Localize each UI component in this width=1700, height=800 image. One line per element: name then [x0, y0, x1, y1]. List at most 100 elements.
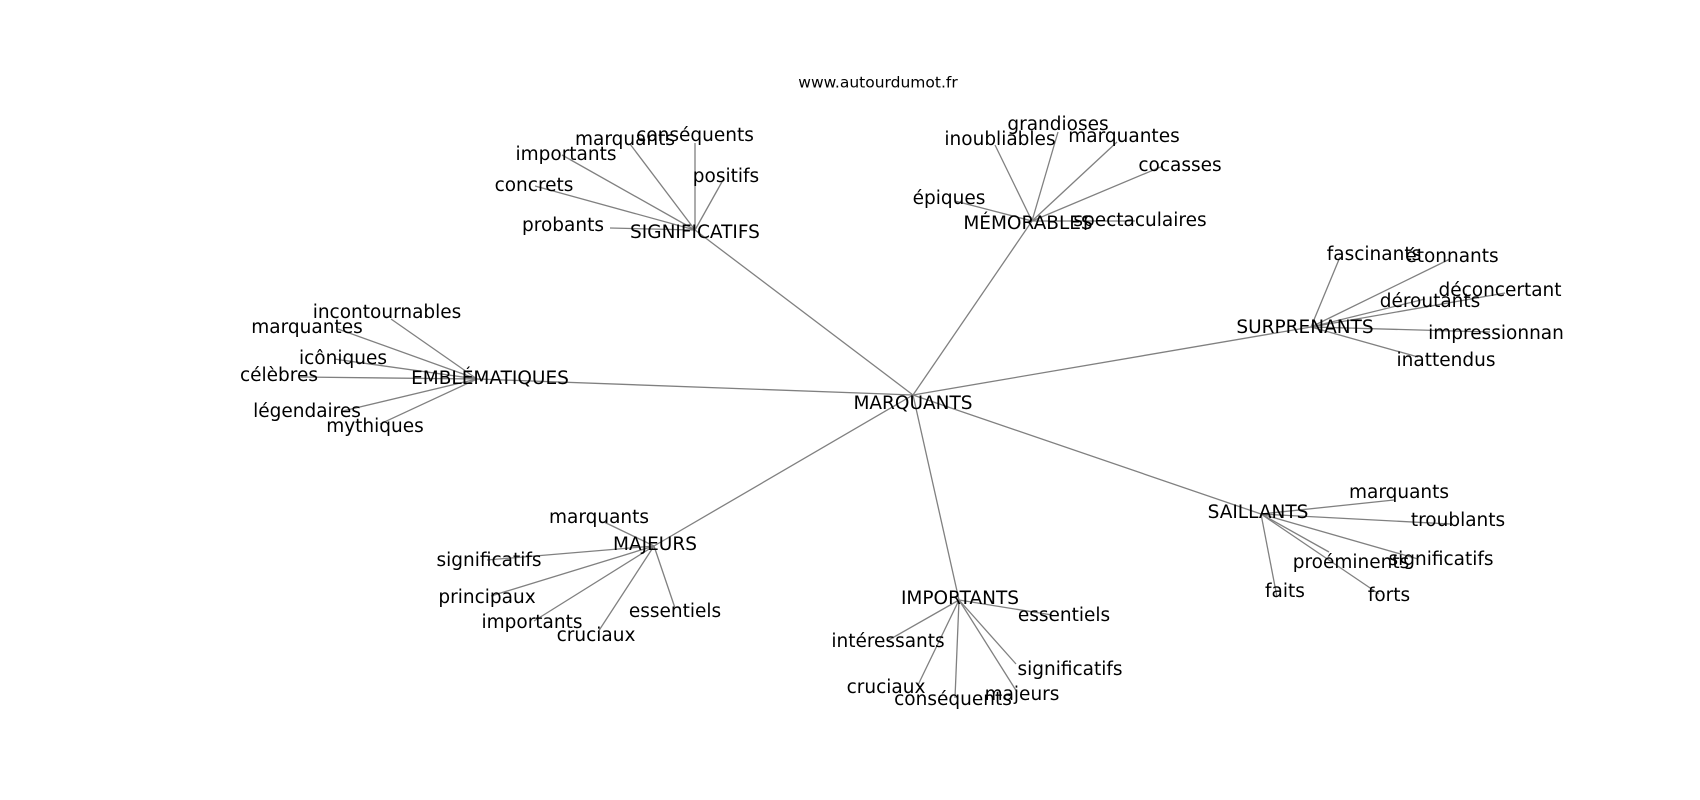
edge-hub-leaf	[958, 599, 1017, 665]
leaf-node-label[interactable]: significatifs	[1388, 549, 1493, 570]
edge-center-hub	[912, 394, 960, 601]
hub-node-label[interactable]: SAILLANTS	[1208, 502, 1309, 523]
edge-hub-leaf	[886, 599, 960, 642]
leaf-node-label[interactable]: probants	[522, 215, 604, 236]
leaf-node-label[interactable]: incontournables	[313, 302, 462, 323]
hub-node-label[interactable]: MÉMORABLES	[963, 212, 1092, 234]
edge-center-hub	[653, 394, 914, 547]
edge-center-hub	[912, 220, 1033, 396]
hub-node-label[interactable]: SURPRENANTS	[1236, 317, 1373, 338]
leaf-node-label[interactable]: cruciaux	[557, 625, 636, 646]
leaf-node-label[interactable]: importants	[481, 612, 582, 633]
hub-node-label[interactable]: MAJEURS	[613, 534, 697, 555]
hub-node-label[interactable]: SIGNIFICATIFS	[630, 222, 760, 243]
edge-hub-leaf	[1260, 513, 1451, 525]
leaf-node-label[interactable]: marquants	[1349, 482, 1449, 503]
leaf-node-label[interactable]: concrets	[495, 175, 574, 196]
leaf-node-label[interactable]: principaux	[438, 587, 535, 608]
edge-hub-leaf	[486, 545, 655, 561]
edge-hub-leaf	[653, 545, 676, 609]
edge-hub-leaf	[533, 545, 655, 622]
edge-hub-leaf	[958, 599, 1018, 693]
edge-hub-leaf	[917, 599, 960, 686]
labels: conséquentsmarquantsimportantspositifsco…	[240, 114, 1564, 710]
edge-hub-leaf	[954, 200, 1033, 222]
leaf-node-label[interactable]: marquantes	[1068, 126, 1179, 147]
edge-hub-leaf	[1031, 131, 1059, 222]
edge-hub-leaf	[390, 318, 478, 380]
edge-hub-leaf	[694, 179, 724, 231]
edge-hub-leaf	[1310, 258, 1451, 328]
leaf-node-label[interactable]: célèbres	[240, 365, 318, 386]
edge-hub-leaf	[1310, 298, 1426, 328]
edge-center-hub	[476, 378, 914, 396]
edge-hub-leaf	[534, 185, 696, 231]
edge-hub-leaf	[1310, 326, 1419, 358]
leaf-node-label[interactable]: marquants	[549, 507, 649, 528]
leaf-node-label[interactable]: significatifs	[1017, 659, 1122, 680]
leaf-node-label[interactable]: majeurs	[985, 684, 1060, 705]
edge-hub-leaf	[1310, 292, 1506, 328]
edge-hub-leaf	[1260, 513, 1419, 560]
edge-hub-leaf	[1031, 141, 1118, 222]
leaf-node-label[interactable]: déconcertant	[1438, 280, 1561, 301]
leaf-node-label[interactable]: légendaires	[253, 401, 361, 422]
edge-hub-leaf	[1260, 513, 1380, 595]
leaf-node-label[interactable]: inattendus	[1397, 350, 1496, 371]
leaf-node-label[interactable]: faits	[1265, 581, 1305, 602]
edge-hub-leaf	[561, 154, 696, 231]
edge-hub-leaf	[597, 545, 655, 633]
leaf-node-label[interactable]: forts	[1368, 585, 1410, 606]
source-label[interactable]: www.autourdumot.fr	[798, 74, 958, 92]
leaf-node-label[interactable]: cruciaux	[847, 677, 926, 698]
leaf-node-label[interactable]: positifs	[693, 166, 759, 187]
leaf-node-label[interactable]: icôniques	[299, 348, 387, 369]
edge-hub-leaf	[1260, 499, 1395, 515]
leaf-node-label[interactable]: mythiques	[326, 416, 424, 437]
leaf-node-label[interactable]: étonnants	[1405, 246, 1498, 267]
leaf-node-label[interactable]: marquants	[575, 129, 675, 150]
hub-node-label[interactable]: EMBLÉMATIQUES	[411, 367, 569, 389]
leaf-node-label[interactable]: importants	[515, 144, 616, 165]
leaf-node-label[interactable]: essentiels	[1018, 605, 1110, 626]
leaf-node-label[interactable]: significatifs	[436, 550, 541, 571]
edge-hub-leaf	[1260, 513, 1278, 598]
edge-center-hub	[694, 229, 914, 396]
edge-hub-leaf	[337, 328, 478, 380]
leaf-node-label[interactable]: déroutants	[1380, 291, 1481, 312]
leaf-node-label[interactable]: inoubliables	[944, 129, 1055, 150]
leaf-node-label[interactable]: grandioses	[1007, 114, 1108, 135]
edge-hub-leaf	[342, 378, 478, 412]
edge-center-hub	[912, 394, 1262, 515]
leaf-node-label[interactable]: intéressants	[831, 631, 944, 652]
leaf-node-label[interactable]: impressionnan	[1428, 323, 1564, 344]
leaf-node-label[interactable]: conséquents	[894, 689, 1012, 710]
edge-hub-leaf	[994, 144, 1033, 222]
edge-hub-leaf	[609, 227, 696, 231]
edge-hub-leaf	[1310, 256, 1341, 328]
edge-hub-leaf	[629, 143, 696, 231]
leaf-node-label[interactable]: essentiels	[629, 601, 721, 622]
edge-center-hub	[912, 326, 1312, 396]
leaf-node-label[interactable]: marquantes	[251, 317, 362, 338]
leaf-node-label[interactable]: troublants	[1411, 510, 1505, 531]
leaf-node-label[interactable]: conséquents	[636, 125, 754, 146]
leaf-node-label[interactable]: spectaculaires	[1073, 210, 1206, 231]
edge-hub-leaf	[954, 599, 960, 699]
edge-hub-leaf	[1310, 326, 1491, 333]
leaf-node-label[interactable]: épiques	[913, 188, 986, 209]
edge-hub-leaf	[379, 378, 478, 425]
edges	[299, 131, 1506, 699]
leaf-node-label[interactable]: proéminents	[1293, 552, 1410, 573]
edge-hub-leaf	[1031, 165, 1164, 222]
edge-hub-leaf	[299, 376, 478, 380]
edge-hub-leaf	[603, 521, 655, 547]
edge-hub-leaf	[958, 599, 1053, 616]
edge-hub-leaf	[333, 358, 478, 380]
leaf-node-label[interactable]: cocasses	[1138, 155, 1221, 176]
leaf-node-label[interactable]: fascinants	[1327, 244, 1421, 265]
center-node-label[interactable]: MARQUANTS	[853, 393, 972, 414]
edge-hub-leaf	[490, 545, 655, 597]
hub-node-label[interactable]: IMPORTANTS	[901, 588, 1019, 609]
